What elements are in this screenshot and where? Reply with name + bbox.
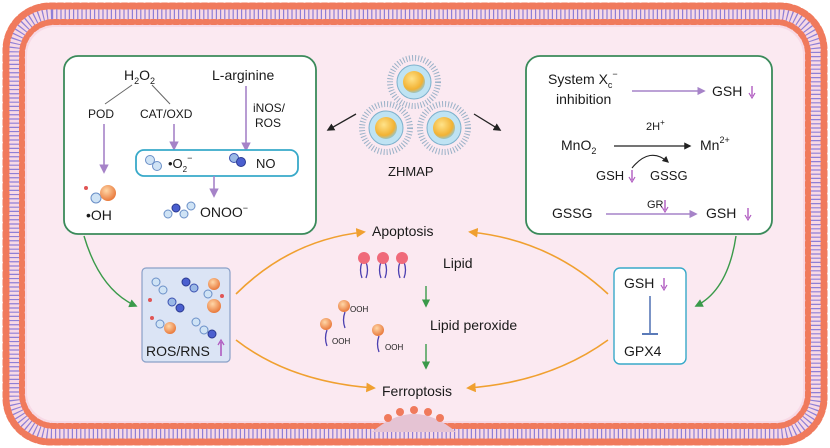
membrane-bulge [372,406,456,432]
right-pathway-box: System Xc− inhibition GSH MnO2 2H+ Mn2+ … [525,55,773,235]
ros-rns-box: ROS/RNS [141,267,231,363]
ooh-label: OOH [350,305,368,314]
lipid-icon [358,252,408,279]
hydroxyl-label: •OH [86,207,112,223]
peroxynitrite-icon [163,201,196,219]
inhibition-label: inhibition [556,91,611,107]
cat-oxd-label: CAT/OXD [140,107,193,121]
no-label: NO [256,156,276,171]
nanoparticle-cluster: ZHMAP [326,55,502,179]
no-molecule-icon [229,153,246,167]
right-to-gsh-arrow [694,235,737,307]
ros-molecules-icon [148,277,224,339]
gr-label: GR [647,199,664,211]
mno2-label: MnO2 [561,137,596,156]
ros-to-apoptosis-arrow [235,228,366,295]
ros-label: ROS [255,116,281,130]
gsh-label-3: GSH [706,205,736,221]
inos-label: iNOS/ [253,101,286,115]
hydroxyl-icon [84,185,116,204]
gsh-label-4: GSH [624,275,654,291]
gsh-label-1: GSH [712,83,742,99]
zhmap-label: ZHMAP [388,164,434,179]
h2o2-label: H2O2 [124,67,155,86]
nanoparticle-icon [387,55,441,109]
ooh-label: OOH [332,337,350,346]
gssg-label-2: GSSG [552,205,592,221]
radical-inner-box [135,149,299,177]
system-xc-label: System Xc− [548,69,618,90]
l-arginine-label: L-arginine [212,67,274,83]
lipid-peroxide-label: Lipid peroxide [430,317,517,333]
h-plus-label: 2H+ [646,118,665,133]
ros-rns-label: ROS/RNS [146,343,210,359]
left-pathway-box: H2O2 L-arginine POD CAT/OXD iNOS/ ROS •O… [63,55,317,235]
gpx4-to-ferroptosis-arrow [466,339,609,393]
nanoparticle-icon [359,101,413,155]
mn2-label: Mn2+ [700,135,730,153]
left-to-ros-arrow [83,235,138,308]
superoxide-label: •O2− [168,153,192,174]
gpx4-label: GPX4 [624,343,662,359]
gssg-label-1: GSSG [650,168,688,183]
lipid-peroxide-icon: OOH OOH OOH [320,300,403,353]
superoxide-icon [145,155,162,171]
apoptosis-label: Apoptosis [372,223,433,239]
gsh-gpx4-box: GSH GPX4 [613,267,687,365]
ooh-label: OOH [385,343,403,352]
gpx4-to-apoptosis-arrow [468,227,609,295]
nanoparticle-icon [417,101,471,155]
gsh-label-2: GSH [596,168,624,183]
peroxynitrite-label: ONOO− [200,203,248,220]
lipid-label: Lipid [443,255,473,271]
ferroptosis-label: Ferroptosis [382,383,452,399]
ros-to-ferroptosis-arrow [235,339,376,393]
pod-label: POD [88,107,114,121]
